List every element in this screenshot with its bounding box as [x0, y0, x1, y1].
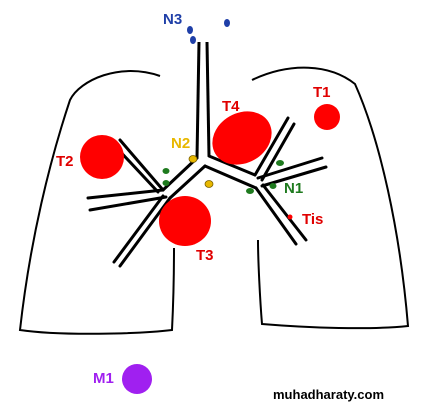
tumor-tis	[287, 214, 293, 220]
n1-nodes	[162, 160, 284, 194]
n3-nodes	[187, 19, 230, 44]
label-tis: Tis	[302, 211, 323, 228]
left-lung-outline	[18, 70, 175, 335]
n2-nodes	[188, 155, 214, 188]
bronchial-tree	[86, 116, 328, 268]
label-n2: N2	[171, 135, 190, 152]
label-t2: T2	[56, 153, 74, 170]
tumor-t3	[159, 196, 211, 246]
label-n1: N1	[284, 180, 303, 197]
right-lung-outline	[251, 66, 410, 330]
tumor-t1	[314, 104, 340, 130]
trachea	[195, 41, 211, 159]
label-n3: N3	[163, 11, 182, 28]
tumor-t2	[80, 135, 124, 179]
label-t4: T4	[222, 98, 240, 115]
metastasis-m1	[122, 364, 152, 394]
label-t3: T3	[196, 247, 214, 264]
label-t1: T1	[313, 84, 331, 101]
watermark: muhadharaty.com	[273, 387, 384, 402]
label-m1: M1	[93, 370, 114, 387]
tumor-t4	[212, 111, 272, 165]
